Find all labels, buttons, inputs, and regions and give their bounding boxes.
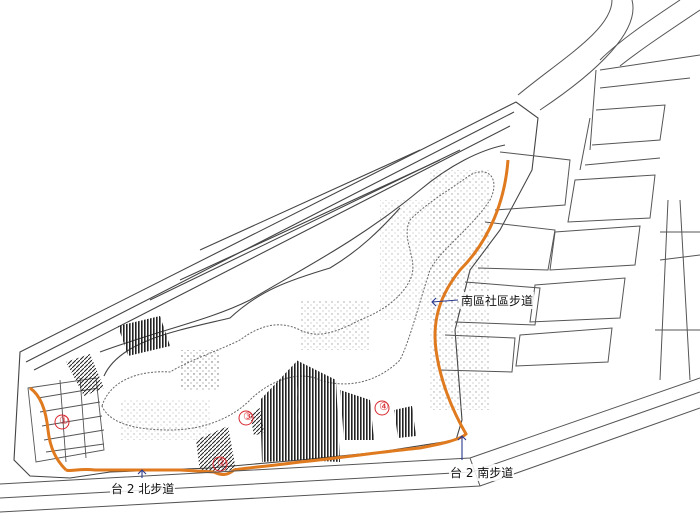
lake — [101, 171, 495, 431]
building-blocks — [66, 316, 416, 472]
marker-4: ④ — [379, 400, 389, 413]
parcel-grid — [439, 54, 700, 381]
label-route2-north-trail: 台 2 北步道 — [110, 480, 176, 497]
label-route2-south-trail: 台 2 南步道 — [449, 464, 515, 481]
marker-1: ① — [59, 414, 69, 427]
marker-3: ③ — [243, 410, 253, 423]
label-south-community-trail: 南區社區步道 — [460, 292, 535, 309]
marker-group — [54, 400, 390, 472]
lake-texture — [120, 170, 490, 440]
northeast-road — [517, 0, 700, 111]
arrow-icon — [137, 297, 467, 478]
parking-lot — [27, 377, 105, 463]
marker-2: ② — [217, 456, 227, 469]
